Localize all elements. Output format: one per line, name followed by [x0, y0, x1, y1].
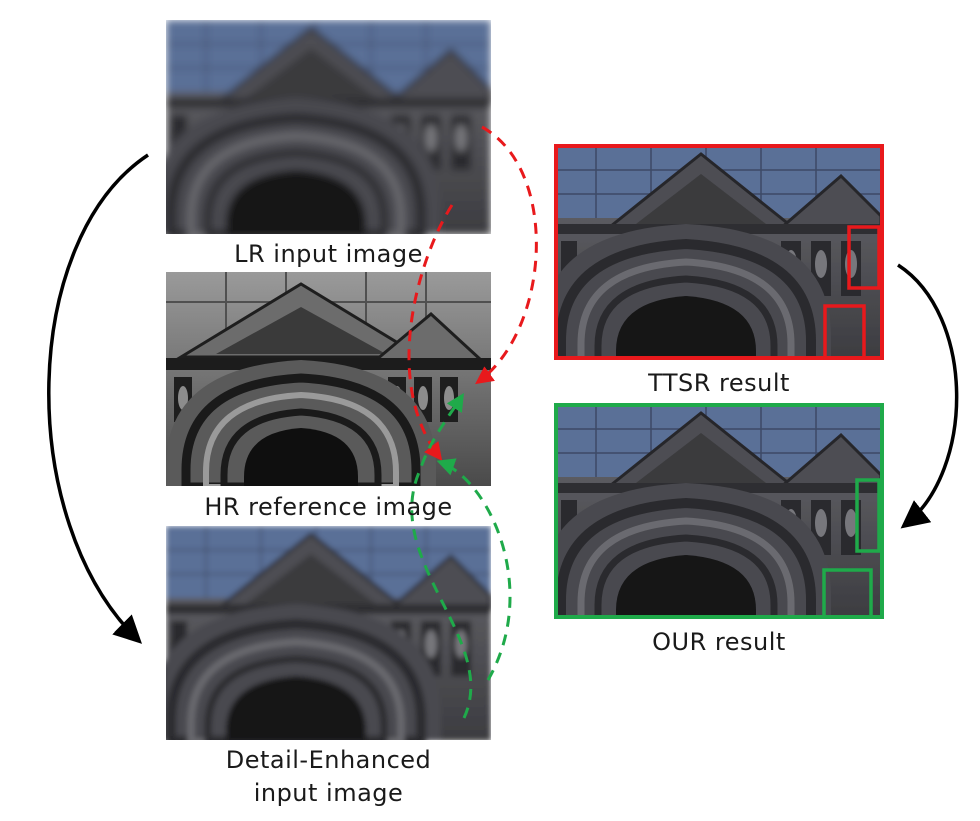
ttsr-result-caption: TTSR result: [648, 369, 790, 397]
detail-enhanced-caption-line2: input image: [253, 779, 404, 807]
hr-reference-caption: HR reference image: [204, 493, 453, 521]
ttsr-result-image: [541, 146, 881, 361]
detail-enhanced-caption-line1: Detail-Enhanced: [225, 746, 432, 774]
our-result-caption: OUR result: [652, 628, 786, 656]
ttsr-zoom-box-lower: [823, 304, 866, 360]
enhanced-correspondence-arrow: [436, 458, 512, 681]
ttsr-result-frame: [554, 144, 884, 360]
lr-to-enhanced-flow-arrow: [47, 153, 149, 644]
enhanced-correspondence-arrow-secondary: [410, 392, 473, 719]
lr-input-image: [151, 20, 491, 235]
our-zoom-box-lower: [822, 568, 873, 619]
detail-enhanced-input-image: [151, 526, 491, 741]
hr-reference-image: [166, 272, 491, 487]
our-result-frame: [554, 403, 884, 619]
lr-correspondence-arrow: [475, 125, 538, 385]
our-zoom-box-upper: [855, 478, 881, 553]
ttsr-zoom-box-upper: [847, 225, 881, 290]
our-result-image: [541, 405, 881, 620]
lr-input-caption: LR input image: [234, 240, 423, 268]
ttsr-to-our-flow-arrow: [897, 263, 959, 529]
lr-correspondence-arrow-secondary: [407, 204, 454, 461]
